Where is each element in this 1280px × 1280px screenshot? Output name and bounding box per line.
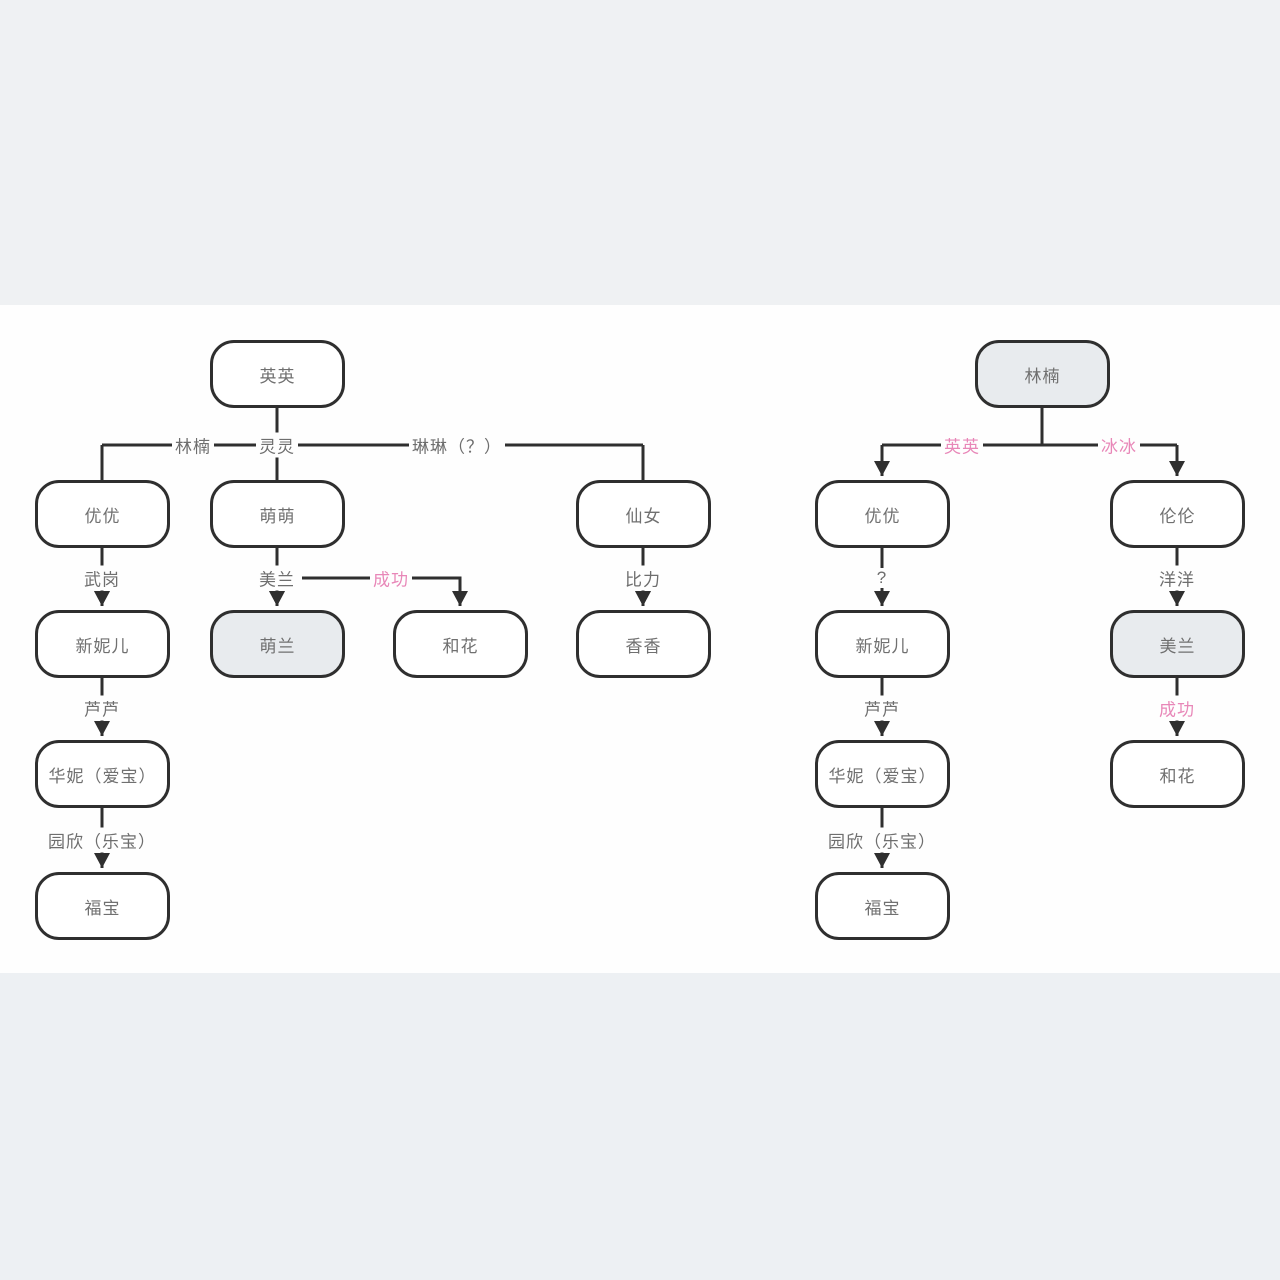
node-menglan: 萌兰 <box>210 610 345 678</box>
node-huani-right: 华妮（爱宝） <box>815 740 950 808</box>
edge-label-yuanxin-left: 园欣（乐宝） <box>45 827 159 853</box>
node-fubao-left: 福宝 <box>35 872 170 940</box>
node-xiangxiang: 香香 <box>576 610 711 678</box>
edge-label-lulu-right: 芦芦 <box>861 695 903 721</box>
node-meilan-right: 美兰 <box>1110 610 1245 678</box>
edge-label-lingling: 灵灵 <box>256 432 298 458</box>
node-youyou-left: 优优 <box>35 480 170 548</box>
node-xinnier-right: 新妮儿 <box>815 610 950 678</box>
edge-label-yangyang: 洋洋 <box>1156 565 1198 591</box>
node-mengmeng: 萌萌 <box>210 480 345 548</box>
node-hehua-right: 和花 <box>1110 740 1245 808</box>
edge-label-chenggong-right: 成功 <box>1156 695 1198 721</box>
edge-label-yingying-right: 英英 <box>941 432 983 458</box>
bottom-margin-band <box>0 973 1280 1280</box>
top-margin-band <box>0 0 1280 305</box>
edge-label-meilan-left: 美兰 <box>256 565 298 591</box>
node-yingying-left-root: 英英 <box>210 340 345 408</box>
node-linnan-right-root: 林楠 <box>975 340 1110 408</box>
node-xinnier-left: 新妮儿 <box>35 610 170 678</box>
node-huani-left: 华妮（爱宝） <box>35 740 170 808</box>
edge-label-linlin: 琳琳（？） <box>409 432 505 458</box>
edge-label-yuanxin-right: 园欣（乐宝） <box>825 827 939 853</box>
edge-label-chenggong-left: 成功 <box>370 565 412 591</box>
node-fubao-right: 福宝 <box>815 872 950 940</box>
node-hehua-left: 和花 <box>393 610 528 678</box>
node-xiannv: 仙女 <box>576 480 711 548</box>
edge-label-lulu-left: 芦芦 <box>81 695 123 721</box>
edge-label-bili: 比力 <box>622 565 664 591</box>
edge-label-bingbing: 冰冰 <box>1098 432 1140 458</box>
edge-label-question: ? <box>873 568 891 588</box>
node-youyou-right: 优优 <box>815 480 950 548</box>
edge-label-linnan: 林楠 <box>172 432 214 458</box>
edge-label-wugang: 武岗 <box>81 565 123 591</box>
node-lunlun: 伦伦 <box>1110 480 1245 548</box>
